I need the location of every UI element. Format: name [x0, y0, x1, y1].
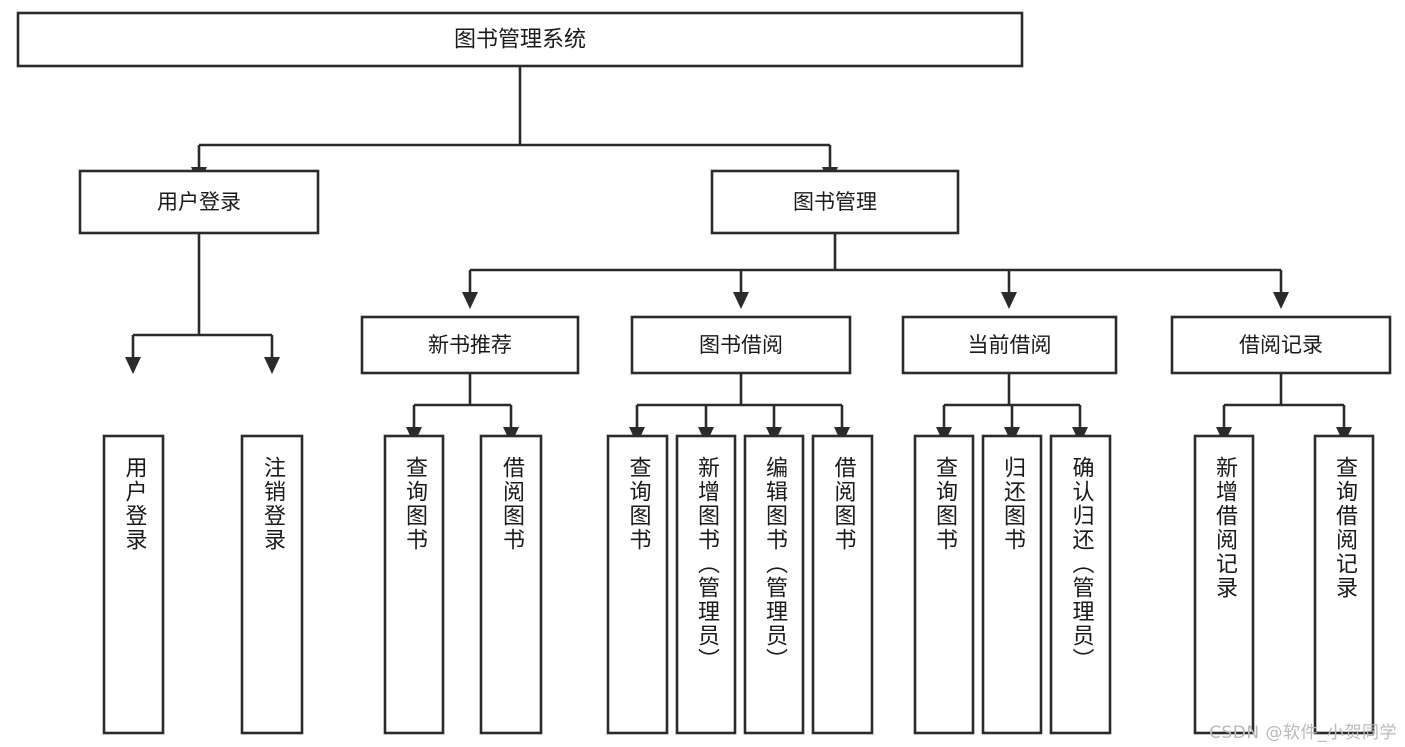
node-leaf-return-book[interactable] [981, 434, 1043, 735]
box-new-book-rec[interactable] [360, 315, 580, 375]
box-leaf-borrow-book-1[interactable] [479, 434, 543, 735]
arrow-head-icon [125, 357, 141, 374]
connector-bus-borrow-record [1216, 373, 1352, 444]
box-leaf-confirm-return[interactable] [1049, 434, 1112, 735]
label-user-login: 用户登录 [157, 190, 241, 214]
arrow-head-icon [1273, 292, 1289, 309]
connector-bus-new-book-rec [406, 373, 519, 444]
node-leaf-query-book-3[interactable] [913, 434, 975, 735]
arrow-head-icon [462, 292, 478, 309]
node-leaf-query-book-2[interactable] [606, 434, 669, 735]
box-book-borrow[interactable] [630, 315, 852, 375]
label-book-manage: 图书管理 [793, 190, 877, 214]
label-new-book-rec: 新书推荐 [428, 333, 512, 357]
connector-layer [125, 66, 1352, 444]
root-label: 图书管理系统 [454, 28, 586, 53]
box-leaf-add-record[interactable] [1193, 434, 1255, 735]
node-leaf-edit-book[interactable] [743, 434, 805, 735]
node-leaf-add-book[interactable] [675, 434, 737, 735]
box-current-borrow[interactable] [901, 315, 1118, 375]
box-leaf-query-book-3[interactable] [913, 434, 975, 735]
arrow-head-icon [1001, 292, 1017, 309]
arrow-head-icon [264, 357, 280, 374]
box-leaf-user-login[interactable] [102, 434, 165, 735]
label-current-borrow: 当前借阅 [968, 333, 1052, 357]
node-leaf-borrow-book-2[interactable] [811, 434, 874, 735]
node-user-login[interactable]: 用户登录 [78, 169, 320, 235]
connector-bus-user-login [125, 233, 280, 374]
node-current-borrow[interactable]: 当前借阅 [901, 315, 1118, 375]
node-new-book-rec[interactable]: 新书推荐 [360, 315, 580, 375]
label-borrow-record: 借阅记录 [1239, 333, 1323, 357]
node-root[interactable]: 图书管理系统 [16, 11, 1024, 68]
node-leaf-borrow-book-1[interactable] [479, 434, 543, 735]
box-leaf-query-book-2[interactable] [606, 434, 669, 735]
root-box[interactable] [16, 11, 1024, 68]
connector-bus-root [191, 66, 838, 184]
box-leaf-query-book-1[interactable] [383, 434, 445, 735]
box-leaf-query-record[interactable] [1313, 434, 1375, 735]
box-leaf-borrow-book-2[interactable] [811, 434, 874, 735]
connector-bus-current-borrow [936, 373, 1088, 444]
label-book-borrow: 图书借阅 [699, 333, 783, 357]
connector-bus-book-borrow [629, 373, 850, 444]
box-leaf-logout[interactable] [240, 434, 304, 735]
box-book-manage[interactable] [710, 169, 960, 235]
box-user-login[interactable] [78, 169, 320, 235]
node-leaf-confirm-return[interactable] [1049, 434, 1112, 735]
connector-bus-book-manage [462, 233, 1289, 309]
node-leaf-query-record[interactable] [1313, 434, 1375, 735]
node-book-borrow[interactable]: 图书借阅 [630, 315, 852, 375]
node-leaf-query-book-1[interactable] [383, 434, 445, 735]
watermark-text: CSDN @软件_小贺同学 [1209, 723, 1397, 743]
node-leaf-user-login[interactable] [102, 434, 165, 735]
box-borrow-record[interactable] [1170, 315, 1392, 375]
box-leaf-edit-book[interactable] [743, 434, 805, 735]
node-book-manage[interactable]: 图书管理 [710, 169, 960, 235]
node-leaf-logout[interactable] [240, 434, 304, 735]
box-leaf-add-book[interactable] [675, 434, 737, 735]
node-borrow-record[interactable]: 借阅记录 [1170, 315, 1392, 375]
box-leaf-return-book[interactable] [981, 434, 1043, 735]
node-leaf-add-record[interactable] [1193, 434, 1255, 735]
arrow-head-icon [733, 292, 749, 309]
